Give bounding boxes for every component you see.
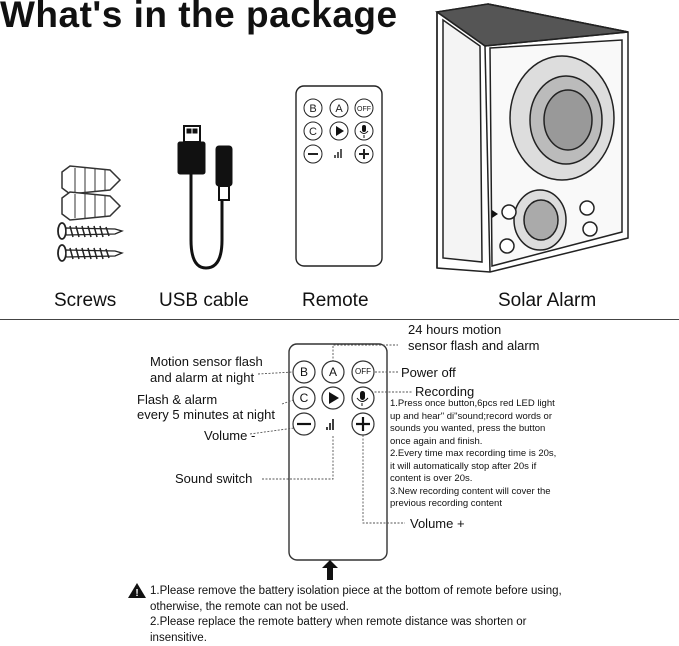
label-volume-plus: Volume + xyxy=(410,516,465,532)
recording-note-line: 2.Every time max recording time is 20s, xyxy=(390,448,590,461)
label-power-off: Power off xyxy=(401,365,456,381)
warning-notes: 1.Please remove the battery isolation pi… xyxy=(150,584,562,646)
recording-note-line: up and hear" di"sound;record words or xyxy=(390,411,590,424)
recording-notes: 1.Press once button,6pcs red LED light u… xyxy=(390,398,590,511)
label-24h-motion-1: 24 hours motion xyxy=(408,322,501,338)
recording-note-line: content is over 20s. xyxy=(390,473,590,486)
label-flash-alarm-1: Flash & alarm xyxy=(137,392,217,408)
warning-note-line: insensitive. xyxy=(150,631,562,646)
button-a-label: A xyxy=(327,365,339,379)
recording-note-line: sounds you wanted, press the button xyxy=(390,423,590,436)
recording-note-line: 3.New recording content will cover the xyxy=(390,486,590,499)
recording-note-line: 1.Press once button,6pcs red LED light xyxy=(390,398,590,411)
recording-note-line: once again and finish. xyxy=(390,436,590,449)
warning-note-line: 1.Please remove the battery isolation pi… xyxy=(150,584,562,600)
button-c-label: C xyxy=(298,391,310,405)
recording-note-line: it will automatically stop after 20s if xyxy=(390,461,590,474)
label-24h-motion-2: sensor flash and alarm xyxy=(408,338,540,354)
label-sound-switch: Sound switch xyxy=(175,471,252,487)
svg-text:!: ! xyxy=(135,588,138,599)
warning-note-line: 2.Please replace the remote battery when… xyxy=(150,615,562,631)
warning-note-line: otherwise, the remote can not be used. xyxy=(150,600,562,616)
microphone-icon xyxy=(360,391,365,400)
label-volume-minus: Volume - xyxy=(204,428,255,444)
label-motion-night-2: and alarm at night xyxy=(150,370,254,386)
button-off-label: OFF xyxy=(351,367,375,376)
button-b-label: B xyxy=(298,365,310,379)
arrow-up-icon xyxy=(322,560,338,580)
label-motion-night-1: Motion sensor flash xyxy=(150,354,263,370)
label-flash-alarm-2: every 5 minutes at night xyxy=(137,407,275,423)
recording-note-line: previous recording content xyxy=(390,498,590,511)
